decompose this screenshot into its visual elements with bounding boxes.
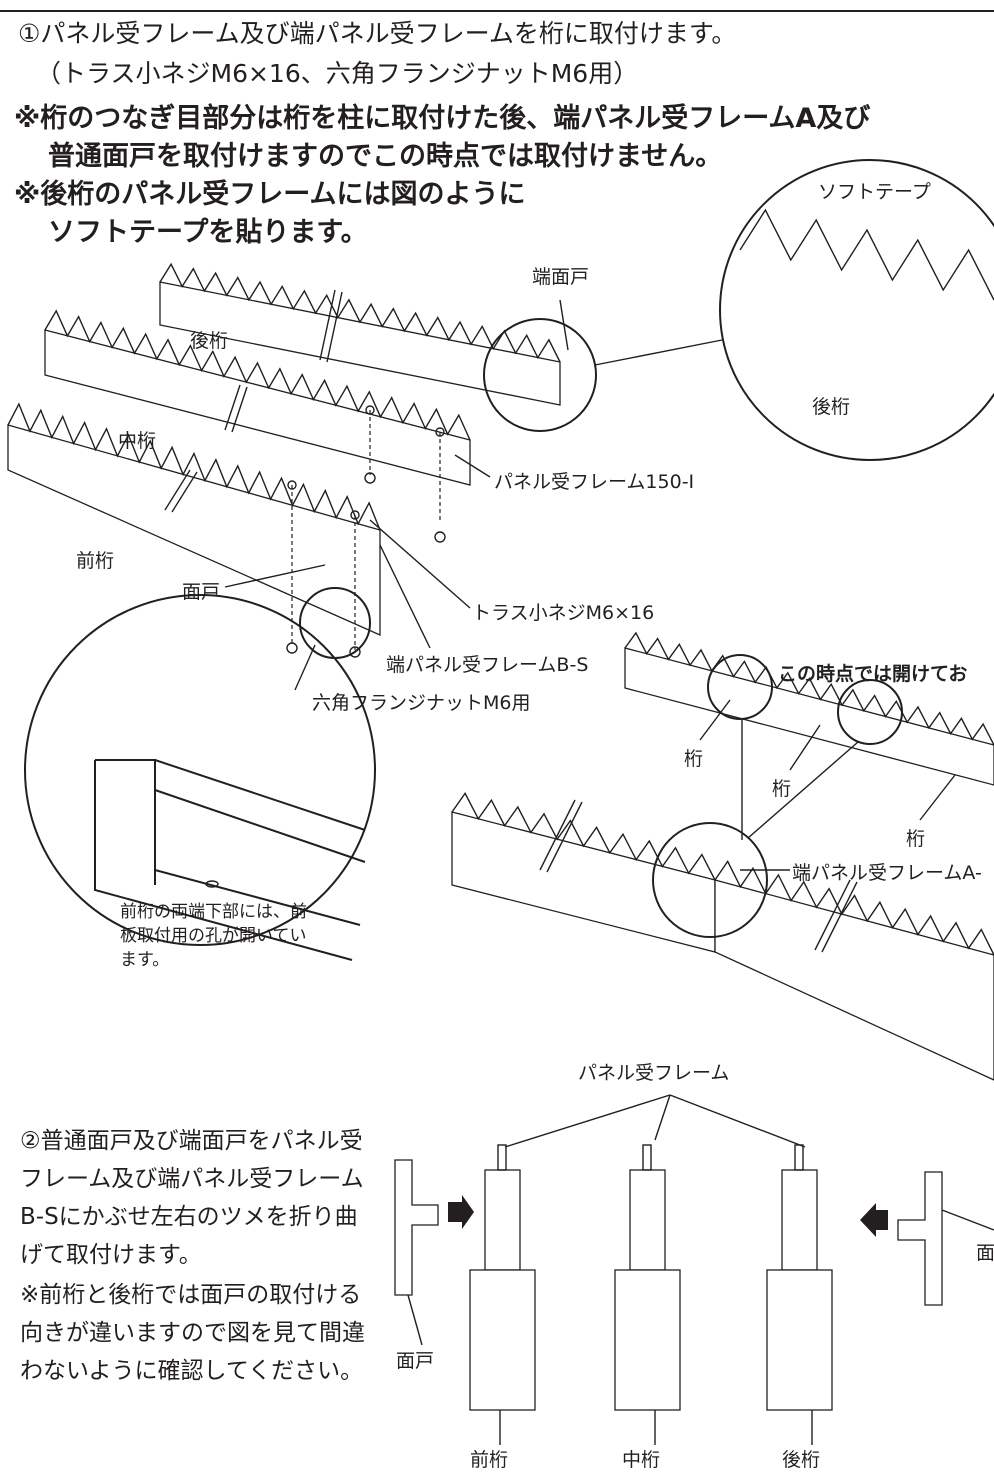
front-beam-drawing [7, 402, 381, 636]
step2-drawing [394, 1094, 994, 1445]
label-end-frame-a: 端パネル受フレームA- [792, 862, 982, 884]
label-front: 前桁 [470, 1449, 509, 1471]
joint-beams-drawing [451, 631, 994, 1081]
label-end-cover: 端面戸 [532, 266, 590, 288]
note2-line2: ソフトテープを貼ります。 [48, 217, 368, 248]
label-beam-b: 桁 [772, 778, 792, 800]
label-mid: 中桁 [622, 1449, 661, 1471]
label-beam-a: 桁 [684, 748, 704, 770]
label-cover-right: 面 [976, 1242, 994, 1264]
zoom-front-beam-end [94, 759, 366, 961]
label-panel-frame-150: パネル受フレーム150-I [494, 471, 695, 493]
note1-line1: ※桁のつなぎ目部分は桁を柱に取付けた後、端パネル受フレームA及び [14, 103, 871, 134]
top-border [0, 0, 994, 12]
label-end-frame-bs: 端パネル受フレームB-S [386, 654, 589, 676]
hole-note: 前桁の両端下部には、前板取付用の孔が開いています。 [120, 902, 307, 970]
label-truss-screw: トラス小ネジM6×16 [472, 602, 655, 624]
label-panel-frame: パネル受フレーム [578, 1062, 730, 1084]
note1-line2: 普通面戸を取付けますのでこの時点では取付けません。 [48, 141, 723, 172]
zoom-rear-beam [739, 208, 994, 301]
detail-circle-end-cover [483, 318, 597, 432]
label-hex-nut: 六角フランジナットM6用 [312, 692, 531, 714]
step2-note: ※前桁と後桁では面戸の取付ける向きが違いますので図を見て間違わないように確認して… [20, 1282, 365, 1384]
step1-parts: （トラス小ネジM6×16、六角フランジナットM6用） [36, 59, 639, 88]
label-mid-beam: 中桁 [118, 430, 157, 452]
zoom-circle-hole [24, 594, 376, 946]
label-open-note: この時点では開けてお [778, 663, 968, 685]
rear-beam-drawing [159, 262, 561, 406]
zoom-leader [594, 339, 723, 366]
label-rear-beam: 後桁 [190, 330, 229, 352]
label-cover: 面戸 [182, 581, 221, 603]
step1-instruction: ①パネル受フレーム及び端パネル受フレームを桁に取付けます。 [18, 19, 737, 48]
leader-lines [224, 299, 569, 691]
mid-beam-drawing [44, 309, 471, 486]
label-beam-c: 桁 [906, 828, 926, 850]
label-rear: 後桁 [782, 1449, 821, 1471]
label-rear-beam-zoom: 後桁 [812, 396, 851, 418]
label-soft-tape: ソフトテープ [818, 181, 931, 203]
label-front-beam: 前桁 [76, 550, 115, 572]
fasteners [286, 405, 446, 658]
step2-instruction: ②普通面戸及び端面戸をパネル受フレーム及び端パネル受フレームB-Sにかぶせ左右の… [20, 1128, 364, 1268]
zoom-circle-soft-tape [719, 159, 994, 461]
label-cover-left: 面戸 [396, 1350, 435, 1372]
note2-line1: ※後桁のパネル受フレームには図のように [14, 179, 526, 210]
